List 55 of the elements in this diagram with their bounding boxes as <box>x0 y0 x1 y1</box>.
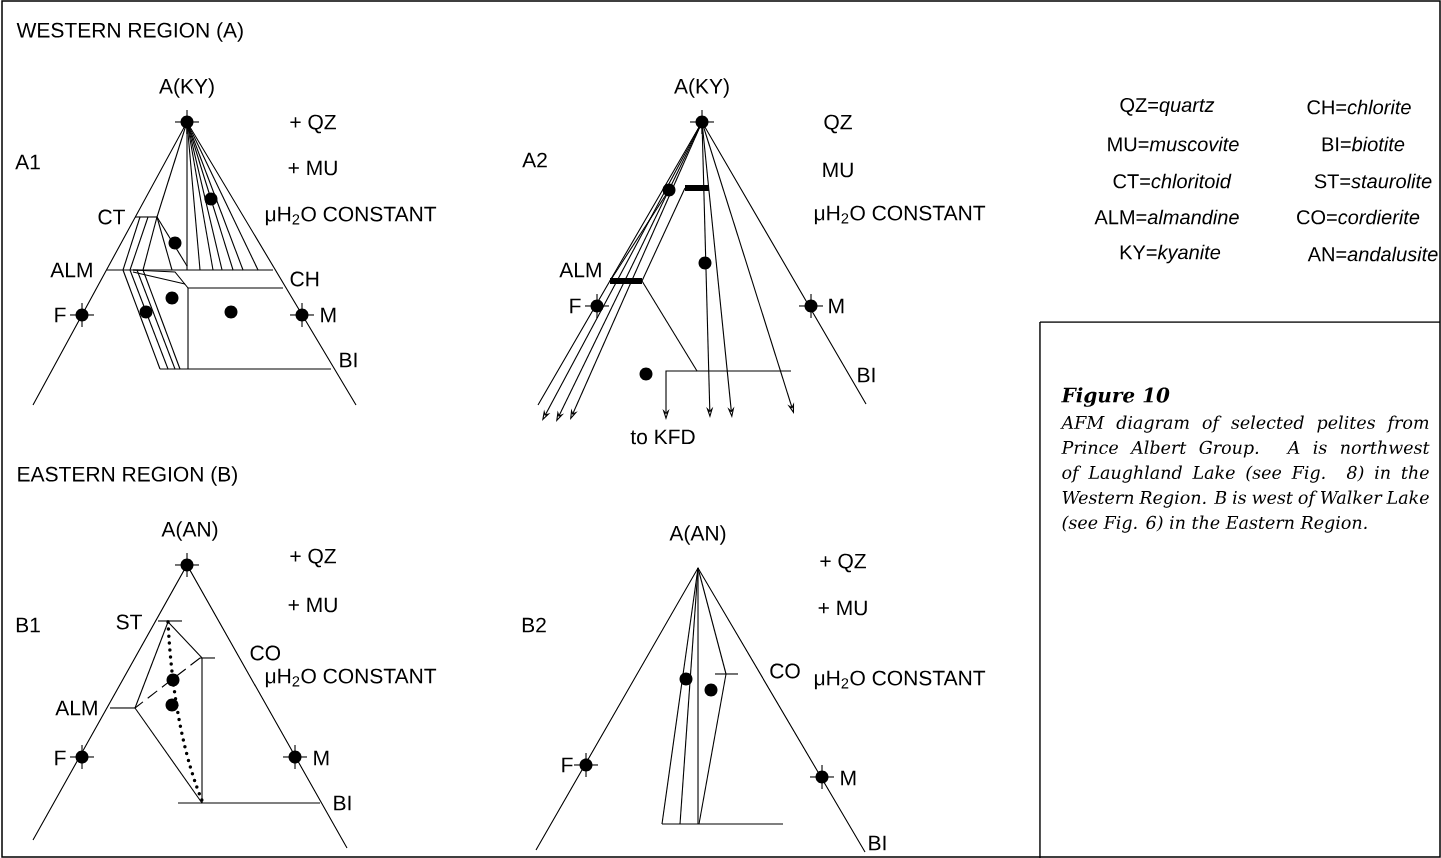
phase-label: CT <box>98 209 125 225</box>
apex-label: A(KY) <box>159 78 214 98</box>
apex-label: A(KY) <box>674 78 729 98</box>
projection-label: to KFD <box>630 429 695 445</box>
legend-entry: CT=chloritoid <box>1113 173 1232 189</box>
caption-text: AFM diagram of selected pelites from Prince Albert Group. A is northwest of Laughland Lake (see Fig. 8) in the Western Region. B is west of Walker Lake (see Fig. 6) in the Eastern Region. <box>1060 415 1430 533</box>
phase-label: + QZ <box>290 548 336 568</box>
legend-entry: ST=staurolite <box>1314 173 1432 189</box>
phase-label: + QZ <box>290 114 336 134</box>
legend-entry: ALM=almandine <box>1094 209 1239 225</box>
corner-label: F <box>570 298 581 314</box>
legend-entry: MU=muscovite <box>1108 136 1239 152</box>
apex-label: A(AN) <box>161 521 218 541</box>
phase-label: CO <box>770 663 800 679</box>
corner-label: F <box>562 757 573 773</box>
phase-label: BI <box>858 367 875 383</box>
phase-label: ST <box>116 614 142 630</box>
phase-label: MU <box>823 162 853 178</box>
corner-label: F <box>55 307 66 323</box>
phase-label: BI <box>334 795 351 811</box>
legend-entry: QZ=quartz <box>1120 97 1215 117</box>
phase-label: BI <box>869 835 886 851</box>
corner-label: M <box>314 750 329 766</box>
corner-label: M <box>321 307 336 323</box>
region-heading: WESTERN REGION (A) <box>16 22 243 42</box>
condition-label: μH$_{2}$O CONSTANT <box>265 206 437 226</box>
apex-label: A(AN) <box>669 525 726 545</box>
panel-label: B1 <box>16 617 40 633</box>
corner-label: M <box>841 770 856 786</box>
condition-label: μH$_{2}$O CONSTANT <box>814 205 986 225</box>
condition-label: μH$_{2}$O CONSTANT <box>814 670 986 690</box>
phase-label: + MU <box>818 600 867 616</box>
phase-label: + QZ <box>820 553 866 573</box>
corner-label: M <box>829 298 844 314</box>
phase-label: ALM <box>55 700 97 716</box>
caption-heading: Figure 10 <box>1061 387 1170 407</box>
legend-entry: BI=biotite <box>1322 136 1405 152</box>
phase-label: ALM <box>50 262 92 278</box>
phase-label: BI <box>340 352 357 368</box>
phase-label: + MU <box>288 160 337 176</box>
phase-label: QZ <box>824 114 852 134</box>
phase-label: CH <box>290 271 319 287</box>
legend-entry: AN=andalusite <box>1307 246 1438 262</box>
legend-entry: CO=cordierite <box>1297 209 1420 225</box>
legend-entry: CH=chlorite <box>1307 99 1411 115</box>
panel-label: A1 <box>15 154 40 170</box>
condition-label: μH$_{2}$O CONSTANT <box>265 668 437 688</box>
panel-label: A2 <box>522 152 547 168</box>
legend-entry: KY=kyanite <box>1120 244 1221 264</box>
phase-label: + MU <box>288 597 337 613</box>
phase-label: CO <box>250 645 281 661</box>
region-heading: EASTERN REGION (B) <box>18 466 237 486</box>
phase-label: ALM <box>559 262 601 278</box>
panel-label: B2 <box>522 617 546 633</box>
corner-label: F <box>55 750 66 766</box>
